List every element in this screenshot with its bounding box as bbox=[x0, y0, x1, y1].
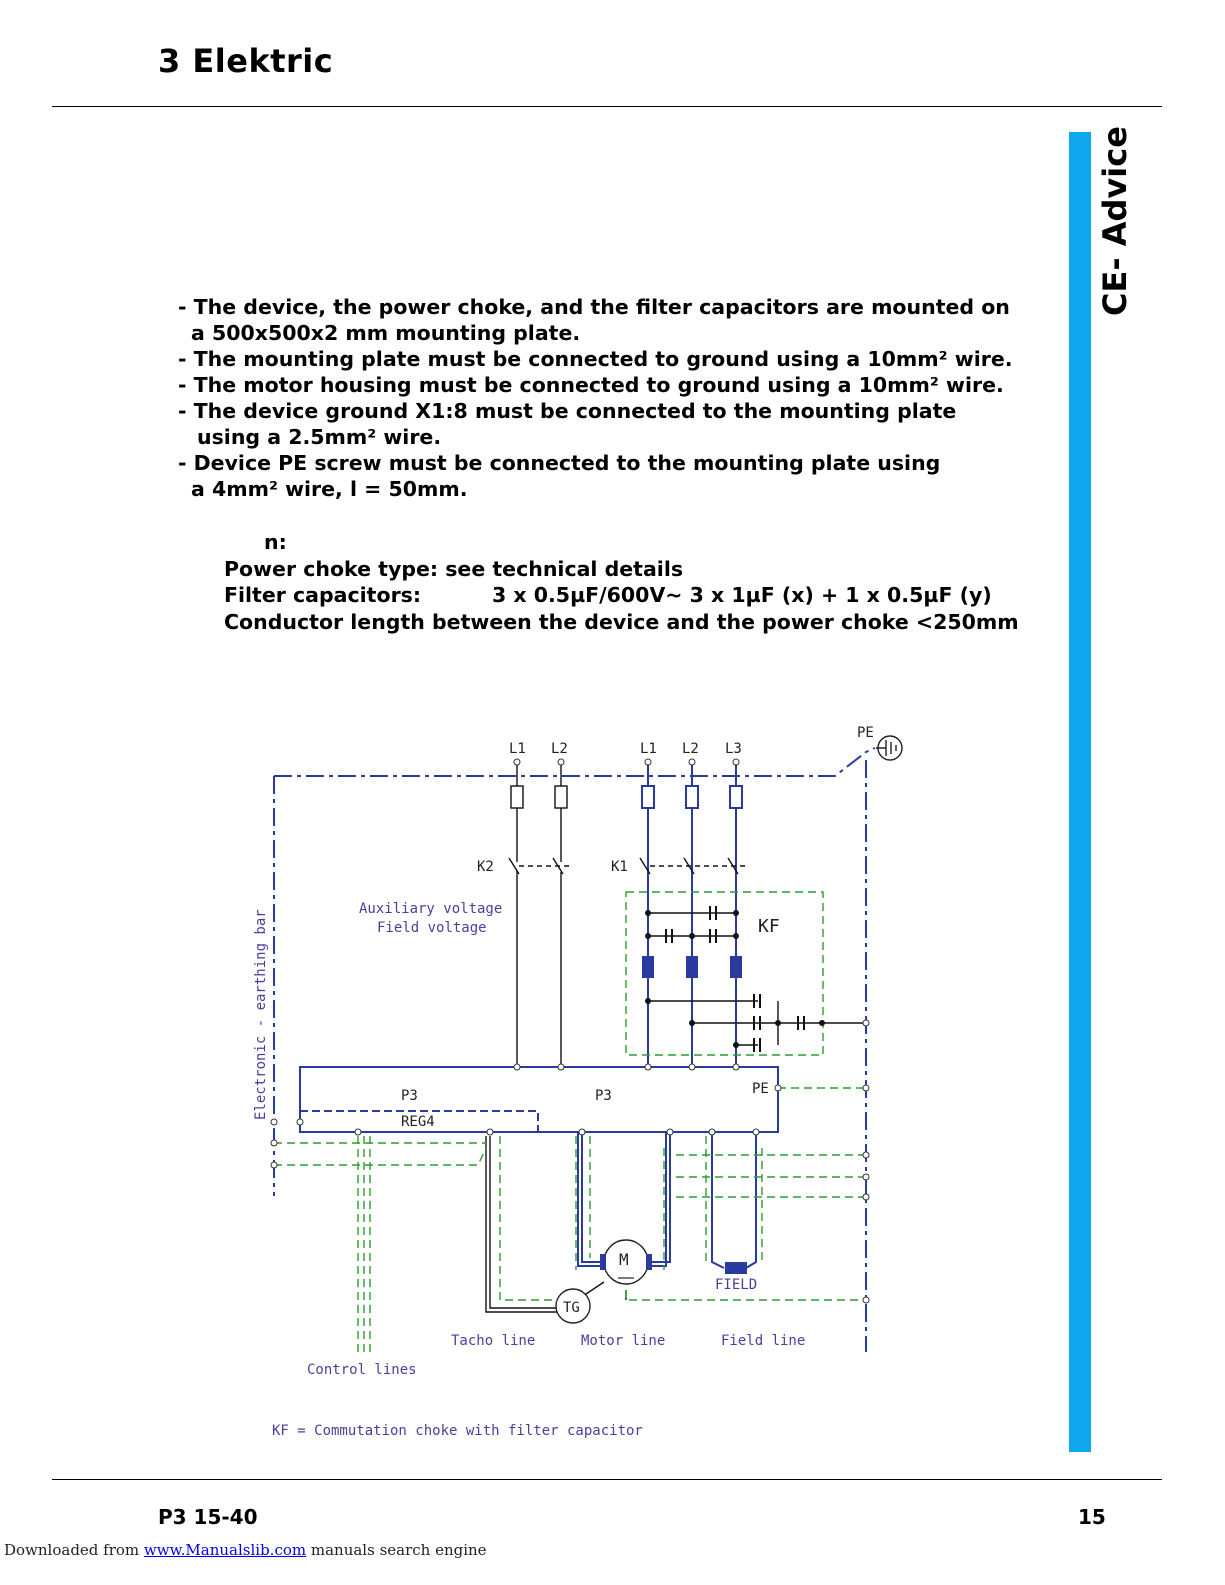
instruction-line: using a 2.5mm² wire. bbox=[197, 425, 442, 449]
instruction-line: - Device PE screw must be connected to t… bbox=[178, 451, 941, 475]
footer-divider bbox=[52, 1479, 1162, 1480]
header-divider bbox=[52, 106, 1162, 107]
pe-terminal-label: PE bbox=[857, 725, 874, 741]
control-lines-label: Control lines bbox=[307, 1362, 417, 1378]
main-input-l3: L3 bbox=[725, 741, 742, 757]
instruction-list: - The device, the power choke, and the f… bbox=[178, 294, 1013, 502]
motor-line-label: Motor line bbox=[581, 1333, 665, 1349]
instruction-line: a 500x500x2 mm mounting plate. bbox=[191, 321, 581, 345]
aux-input-l1: L1 bbox=[509, 741, 526, 757]
ground-icon bbox=[876, 735, 903, 761]
download-notice: Downloaded from www.Manualslib.com manua… bbox=[4, 1541, 487, 1559]
kf-label: KF bbox=[758, 916, 780, 937]
device-p3-center: P3 bbox=[595, 1088, 612, 1104]
field-voltage-label: Field voltage bbox=[377, 920, 487, 936]
field-line-label: Field line bbox=[721, 1333, 805, 1349]
device-pe-label: PE bbox=[752, 1081, 769, 1097]
note-capacitors-label: Filter capacitors: bbox=[224, 583, 422, 607]
motor-icon bbox=[600, 1239, 652, 1285]
earthing-bar-label: Electronic - earthing bar bbox=[253, 909, 269, 1120]
footer-model: P3 15-40 bbox=[158, 1505, 258, 1529]
main-input-l1: L1 bbox=[640, 741, 657, 757]
tacho-generator-icon bbox=[555, 1288, 591, 1324]
instruction-line: - The mounting plate must be connected t… bbox=[178, 347, 1013, 371]
instruction-line: - The device ground X1:8 must be connect… bbox=[178, 399, 957, 423]
download-prefix: Downloaded from bbox=[4, 1541, 144, 1559]
download-suffix: manuals search engine bbox=[306, 1541, 487, 1559]
motor-label: M bbox=[619, 1250, 629, 1269]
footer-page-number: 15 bbox=[1078, 1505, 1106, 1529]
aux-input-l2: L2 bbox=[551, 741, 568, 757]
reg4-label: REG4 bbox=[401, 1114, 435, 1130]
contactor-k2-label: K2 bbox=[477, 859, 494, 875]
instruction-line: - The motor housing must be connected to… bbox=[178, 373, 1004, 397]
contactor-k1-label: K1 bbox=[611, 859, 628, 875]
note-conductor: Conductor length between the device and … bbox=[224, 609, 1019, 634]
tacho-line-label: Tacho line bbox=[451, 1333, 535, 1349]
field-label: FIELD bbox=[715, 1277, 757, 1293]
diagram-legend: KF = Commutation choke with filter capac… bbox=[272, 1423, 643, 1439]
note-choke: Power choke type: see technical details bbox=[224, 556, 684, 581]
note-block: n: Power choke type: see technical detai… bbox=[224, 529, 1019, 635]
note-capacitors-value: 3 x 0.5µF/600V~ 3 x 1µF (x) + 1 x 0.5µF … bbox=[492, 583, 992, 607]
page-title: 3 Elektric bbox=[158, 42, 334, 80]
aux-voltage-label: Auxiliary voltage bbox=[359, 901, 502, 917]
note-capacitors: Filter capacitors: 3 x 0.5µF/600V~ 3 x 1… bbox=[224, 582, 1019, 609]
manualslib-link[interactable]: www.Manualslib.com bbox=[143, 1541, 307, 1559]
instruction-line: a 4mm² wire, l = 50mm. bbox=[191, 477, 468, 501]
main-input-l2: L2 bbox=[682, 741, 699, 757]
section-accent-bar bbox=[1069, 132, 1091, 1452]
tacho-label: TG bbox=[563, 1300, 580, 1316]
device-p3-left: P3 bbox=[401, 1088, 418, 1104]
instruction-line: - The device, the power choke, and the f… bbox=[178, 295, 1010, 319]
note-heading: n: bbox=[264, 530, 287, 554]
